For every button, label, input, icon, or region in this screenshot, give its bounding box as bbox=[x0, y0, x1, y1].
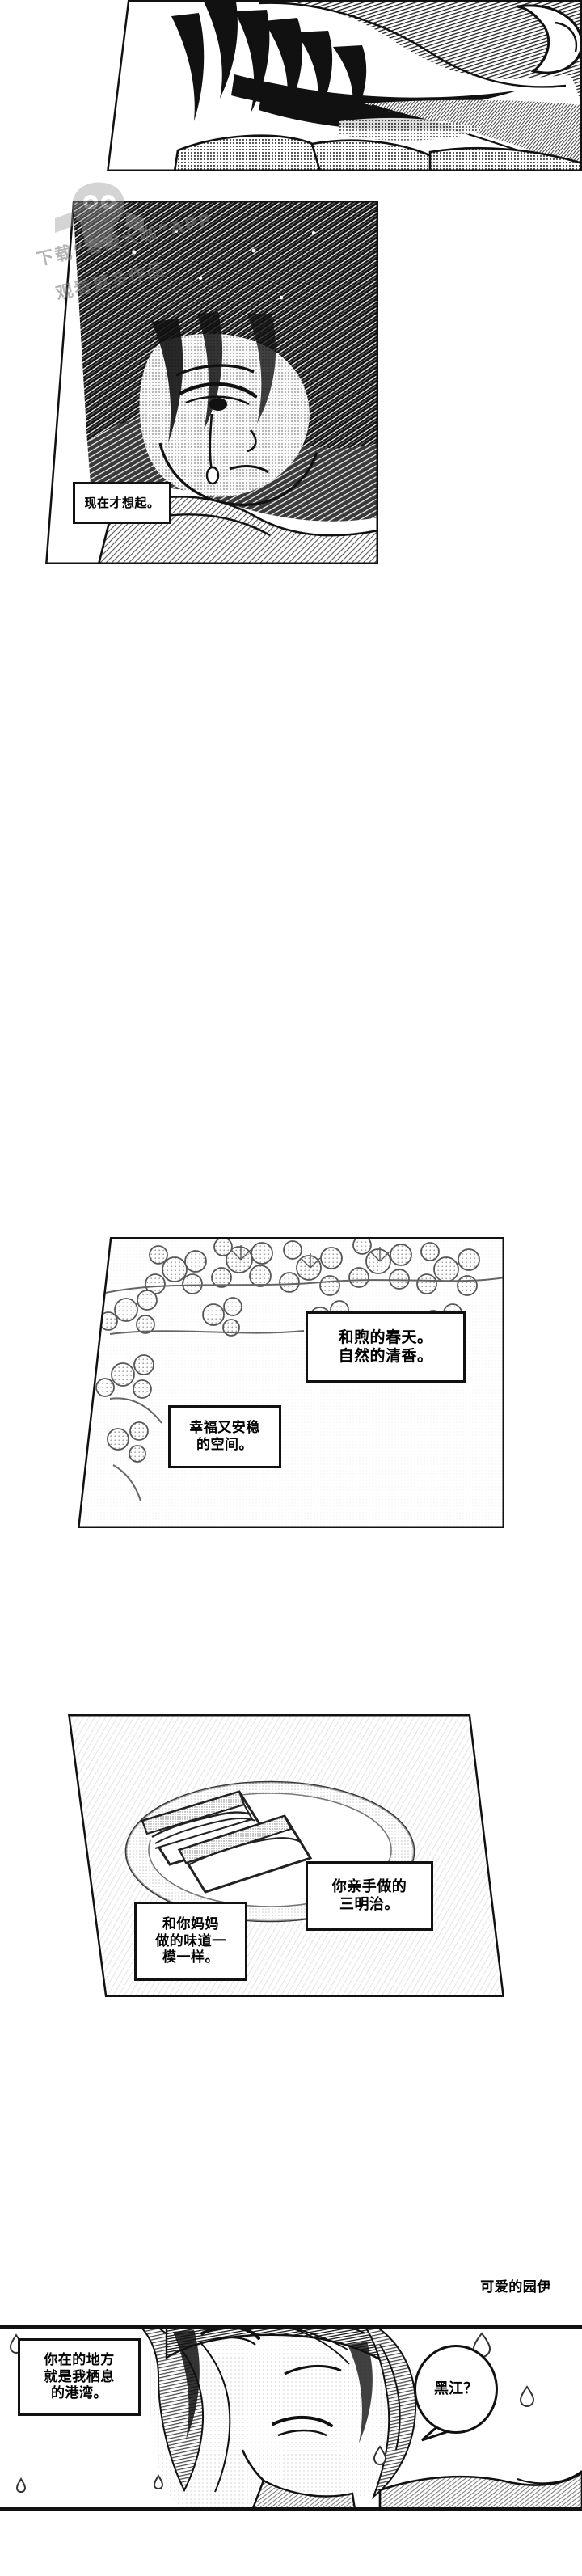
panel-1-closeup-face-hand bbox=[97, 0, 582, 171]
caption-your-place-is-my-harbor: 你在的地方 就是我栖息 的港湾。 bbox=[18, 2338, 141, 2416]
panel-1-art bbox=[107, 0, 582, 171]
caption-cute-yuanyi: 可爱的园伊 bbox=[464, 2272, 567, 2303]
caption-same-taste-as-mom: 和你妈妈 做的味道一 模一样。 bbox=[134, 1902, 247, 1981]
caption-remember-now: 现在才想起。 bbox=[73, 482, 171, 524]
speech-bubble-heijiang: 黑江？ bbox=[414, 2345, 498, 2434]
panel-3-flowers-spring: 和煦的春天。 自然的清香。 幸福又安稳 的空间。 bbox=[78, 1237, 504, 1528]
caption-handmade-sandwich: 你亲手做的 三明治。 bbox=[306, 1861, 433, 1931]
panel-4-sandwich: 你亲手做的 三明治。 和你妈妈 做的味道一 模一样。 bbox=[68, 1714, 504, 1997]
caption-happy-stable-space: 幸福又安稳 的空间。 bbox=[168, 1405, 281, 1468]
panel-2-crying-face-dark: 现在才想起。 bbox=[39, 201, 378, 564]
panel-4-art bbox=[68, 1714, 504, 1997]
panel-5-crying-closeup: 你在的地方 就是我栖息 的港湾。 黑江？ bbox=[0, 2325, 582, 2511]
panel-3-art bbox=[78, 1237, 504, 1528]
sandwich bbox=[140, 1790, 313, 1894]
caption-warm-spring: 和煦的春天。 自然的清香。 bbox=[306, 1311, 466, 1383]
